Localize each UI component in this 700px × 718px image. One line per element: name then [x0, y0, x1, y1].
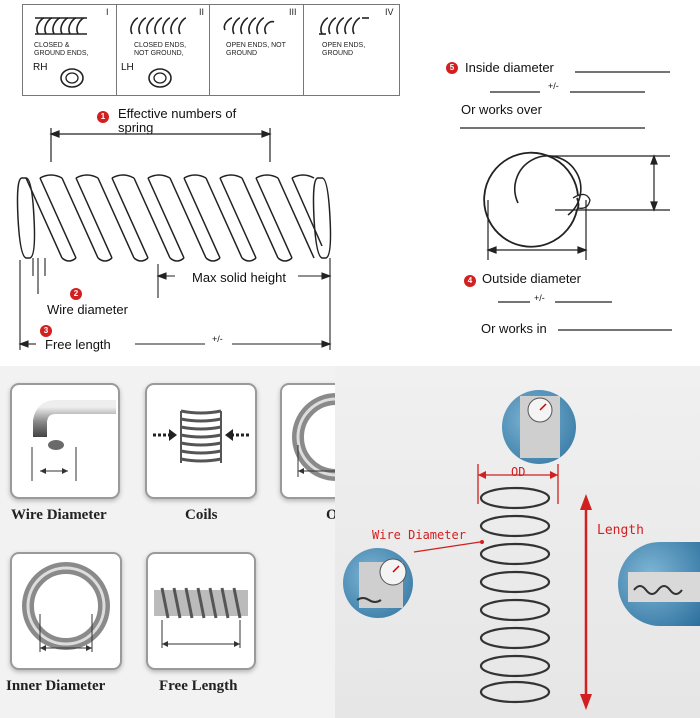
card-label-coils: Coils	[185, 507, 218, 523]
caliper-photo-left	[343, 548, 413, 618]
od-dimension-line	[477, 464, 559, 504]
wire-diameter-label: Wire diameter	[47, 302, 128, 317]
length-photo-label: Length	[597, 523, 644, 538]
caliper-dial-icon	[356, 558, 407, 608]
end-type-numeral: I	[106, 7, 109, 17]
inside-diameter-tolerance: +/-	[548, 81, 559, 91]
card-free-length	[146, 552, 256, 670]
card-coils	[145, 383, 257, 499]
ring-icon	[60, 68, 84, 88]
od-photo-label: OD	[511, 465, 526, 479]
badge-3: 3	[40, 325, 52, 337]
spring-side-view	[16, 128, 332, 350]
badge-4: 4	[464, 275, 476, 287]
wire-diameter-pointer	[413, 540, 484, 553]
max-solid-height-label: Max solid height	[192, 270, 286, 285]
free-length-tolerance: +/-	[212, 334, 223, 344]
ring-icon	[148, 68, 172, 88]
closed-spring-icon	[130, 17, 187, 35]
length-arrow	[580, 494, 592, 710]
open-ground-spring-icon	[319, 17, 369, 35]
card-inner-diameter	[10, 552, 122, 670]
caliper-dial-icon	[520, 396, 560, 458]
outside-diameter-label: Outside diameter	[482, 271, 581, 286]
badge-1: 1	[97, 111, 109, 123]
badge-2: 2	[70, 288, 82, 300]
caliper-photo-top	[502, 390, 576, 464]
open-spring-icon	[223, 17, 275, 35]
ring-id-icon	[22, 562, 110, 652]
card-label-free-length: Free Length	[159, 678, 238, 694]
end-type-desc: CLOSED ENDS, NOT GROUND,	[134, 42, 187, 57]
badge-5: 5	[446, 62, 458, 74]
card-label-inner-diameter: Inner Diameter	[6, 678, 106, 694]
end-types-table	[22, 4, 400, 96]
spring-ring-view	[460, 71, 672, 331]
caliper-length-icon	[628, 572, 700, 602]
wire-diameter-photo-label: Wire Diameter	[372, 528, 466, 542]
end-type-numeral: IV	[385, 7, 394, 17]
caliper-photo-right	[618, 542, 700, 626]
effective-numbers-label: Effective numbers of spring	[118, 106, 237, 135]
end-type-desc: CLOSED & GROUND ENDS,	[34, 42, 89, 57]
end-type-numeral: II	[199, 7, 205, 17]
outside-diameter-tolerance: +/-	[534, 293, 545, 303]
works-over-label: Or works over	[461, 102, 542, 117]
closed-ground-spring-icon	[35, 17, 87, 35]
compressed-coil-icon	[153, 409, 249, 463]
tall-spring-illustration	[479, 486, 551, 704]
hand-label-lh: LH	[121, 62, 134, 73]
card-wire-diameter	[10, 383, 120, 499]
hand-label-rh: RH	[33, 62, 48, 73]
bent-wire-icon	[31, 400, 116, 481]
end-type-numeral: III	[289, 7, 297, 17]
end-type-desc: OPEN ENDS, GROUND	[322, 42, 366, 57]
free-length-label: Free length	[45, 337, 111, 352]
works-in-label: Or works in	[481, 321, 547, 336]
free-length-spring-icon	[154, 587, 248, 648]
card-label-wire-diameter: Wire Diameter	[11, 507, 107, 523]
inside-diameter-label: Inside diameter	[465, 60, 554, 75]
end-type-desc: OPEN ENDS, NOT GROUND	[226, 42, 286, 57]
